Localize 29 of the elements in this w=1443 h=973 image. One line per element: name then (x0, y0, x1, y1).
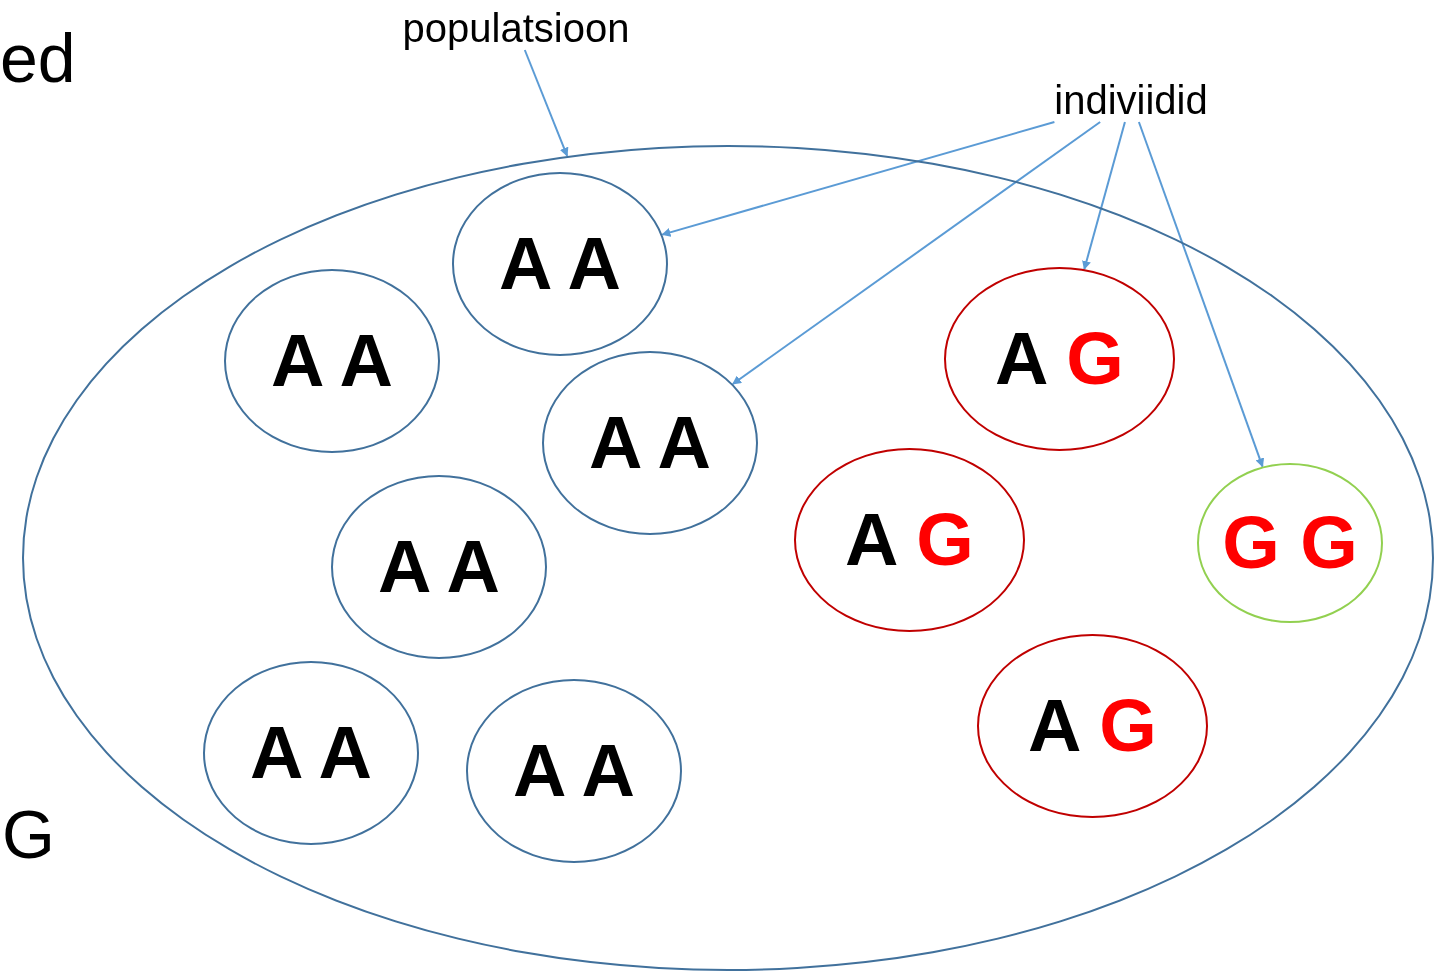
individual-circle (331, 475, 547, 659)
arrow (523, 49, 569, 157)
arrow (1082, 121, 1126, 271)
arrow (661, 121, 1056, 237)
slide-text-fragment: G (2, 800, 55, 868)
genotype-label: G G (1222, 506, 1358, 580)
genotype-label: A G (1028, 689, 1157, 763)
slide-text-fragment: ed (0, 24, 76, 92)
individual-circle (944, 267, 1175, 451)
individual-circle (794, 448, 1025, 632)
individual-circle (203, 661, 419, 845)
arrow (1137, 121, 1265, 468)
genotype-label: A A (589, 406, 711, 480)
arrow (731, 121, 1102, 385)
individuals-label: indiviidid (1040, 78, 1222, 122)
genotype-label: A A (499, 227, 621, 301)
individual-circle (977, 634, 1208, 818)
individual-circle (542, 351, 758, 535)
individual-circle (466, 679, 682, 863)
genotype-label: A A (513, 734, 635, 808)
genotype-label: A A (378, 530, 500, 604)
genotype-label: A A (250, 716, 372, 790)
individual-circle (1197, 463, 1383, 623)
individual-circle (452, 172, 668, 356)
population-label: populatsioon (388, 6, 644, 50)
genotype-label: A G (845, 503, 974, 577)
individual-circle (224, 269, 440, 453)
genotype-label: A A (271, 324, 393, 398)
genotype-label: A G (995, 322, 1124, 396)
